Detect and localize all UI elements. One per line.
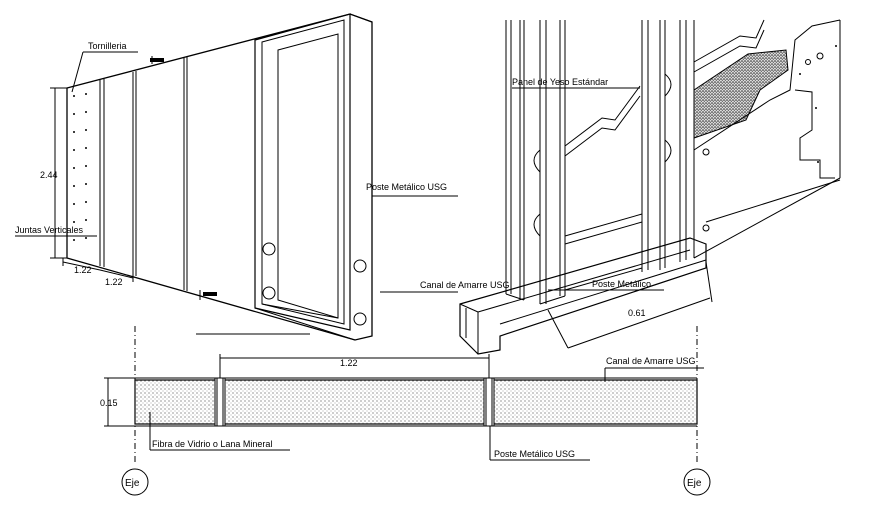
label-poste-metalico-usg-bottom: Poste Metálico USG — [494, 449, 575, 459]
label-canal-amarre-usg-bottom: Canal de Amarre USG — [606, 356, 696, 366]
label-juntas-verticales: Juntas Verticales — [15, 225, 84, 235]
isometric-stud-frame — [459, 19, 841, 355]
section-span-label: 1.22 — [340, 358, 358, 368]
section-thickness-label: 0.15 — [100, 398, 118, 408]
left-dimensions — [50, 87, 134, 282]
width-dim-b-label: 1.22 — [105, 277, 123, 287]
axis-label-right: Eje — [687, 478, 702, 489]
insulation-fill — [693, 49, 789, 139]
height-dim-label: 2.44 — [40, 170, 58, 180]
isometric-wall-panel — [66, 13, 373, 341]
label-poste-metalico: Poste Metálico — [592, 279, 651, 289]
width-dim-a-label: 1.22 — [74, 265, 92, 275]
label-fibra-vidrio: Fibra de Vidrio o Lana Mineral — [152, 439, 272, 449]
axis-label-left: Eje — [125, 478, 140, 489]
label-panel-yeso: Panel de Yeso Estándar — [512, 77, 608, 87]
spacing-dim-label: 0.61 — [628, 308, 646, 318]
screw-dots — [73, 93, 87, 241]
plan-section — [104, 326, 711, 496]
label-poste-metalico-usg-top: Poste Metálico USG — [366, 182, 447, 192]
label-canal-amarre-usg-top: Canal de Amarre USG — [420, 280, 510, 290]
label-tornilleria: Tornilleria — [88, 41, 127, 51]
